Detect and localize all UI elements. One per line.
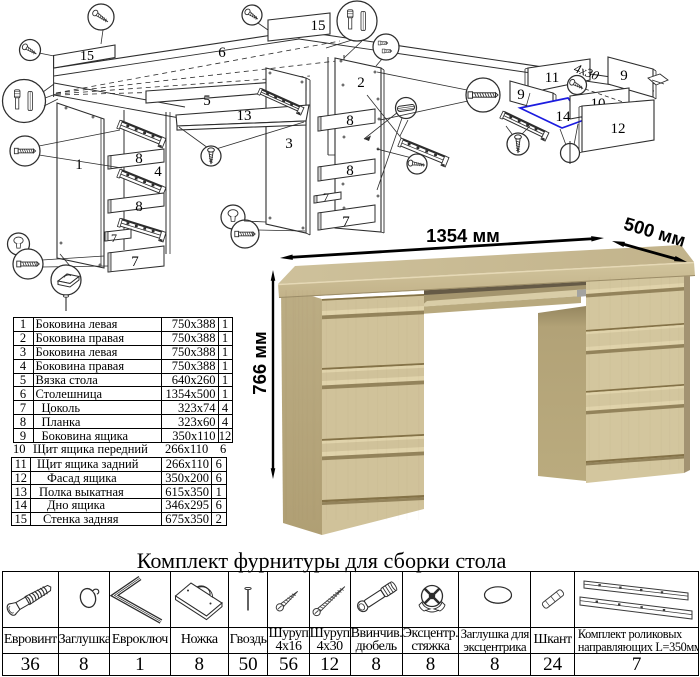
svg-text:7: 7 [111, 231, 117, 245]
svg-text:1: 1 [75, 157, 83, 173]
svg-text:7: 7 [342, 214, 350, 230]
svg-text:13: 13 [237, 108, 252, 124]
svg-text:14: 14 [556, 109, 572, 125]
svg-text:15: 15 [80, 49, 94, 64]
svg-text:15: 15 [311, 18, 326, 34]
svg-text:9: 9 [517, 87, 525, 103]
svg-text:3: 3 [285, 136, 293, 152]
svg-text:7: 7 [323, 190, 329, 204]
svg-text:5: 5 [203, 93, 211, 109]
svg-text:1354 мм: 1354 мм [426, 225, 500, 246]
svg-text:11: 11 [545, 70, 559, 86]
svg-text:2: 2 [357, 75, 365, 91]
svg-text:9: 9 [620, 68, 628, 84]
svg-text:8: 8 [346, 163, 354, 179]
svg-text:6: 6 [218, 45, 226, 61]
svg-text:8: 8 [346, 113, 354, 129]
svg-text:766 мм: 766 мм [249, 331, 270, 394]
svg-text:8: 8 [135, 199, 143, 215]
svg-text:8: 8 [135, 151, 143, 167]
svg-text:4: 4 [154, 164, 162, 180]
svg-text:12: 12 [611, 121, 626, 137]
svg-text:7: 7 [131, 254, 139, 270]
